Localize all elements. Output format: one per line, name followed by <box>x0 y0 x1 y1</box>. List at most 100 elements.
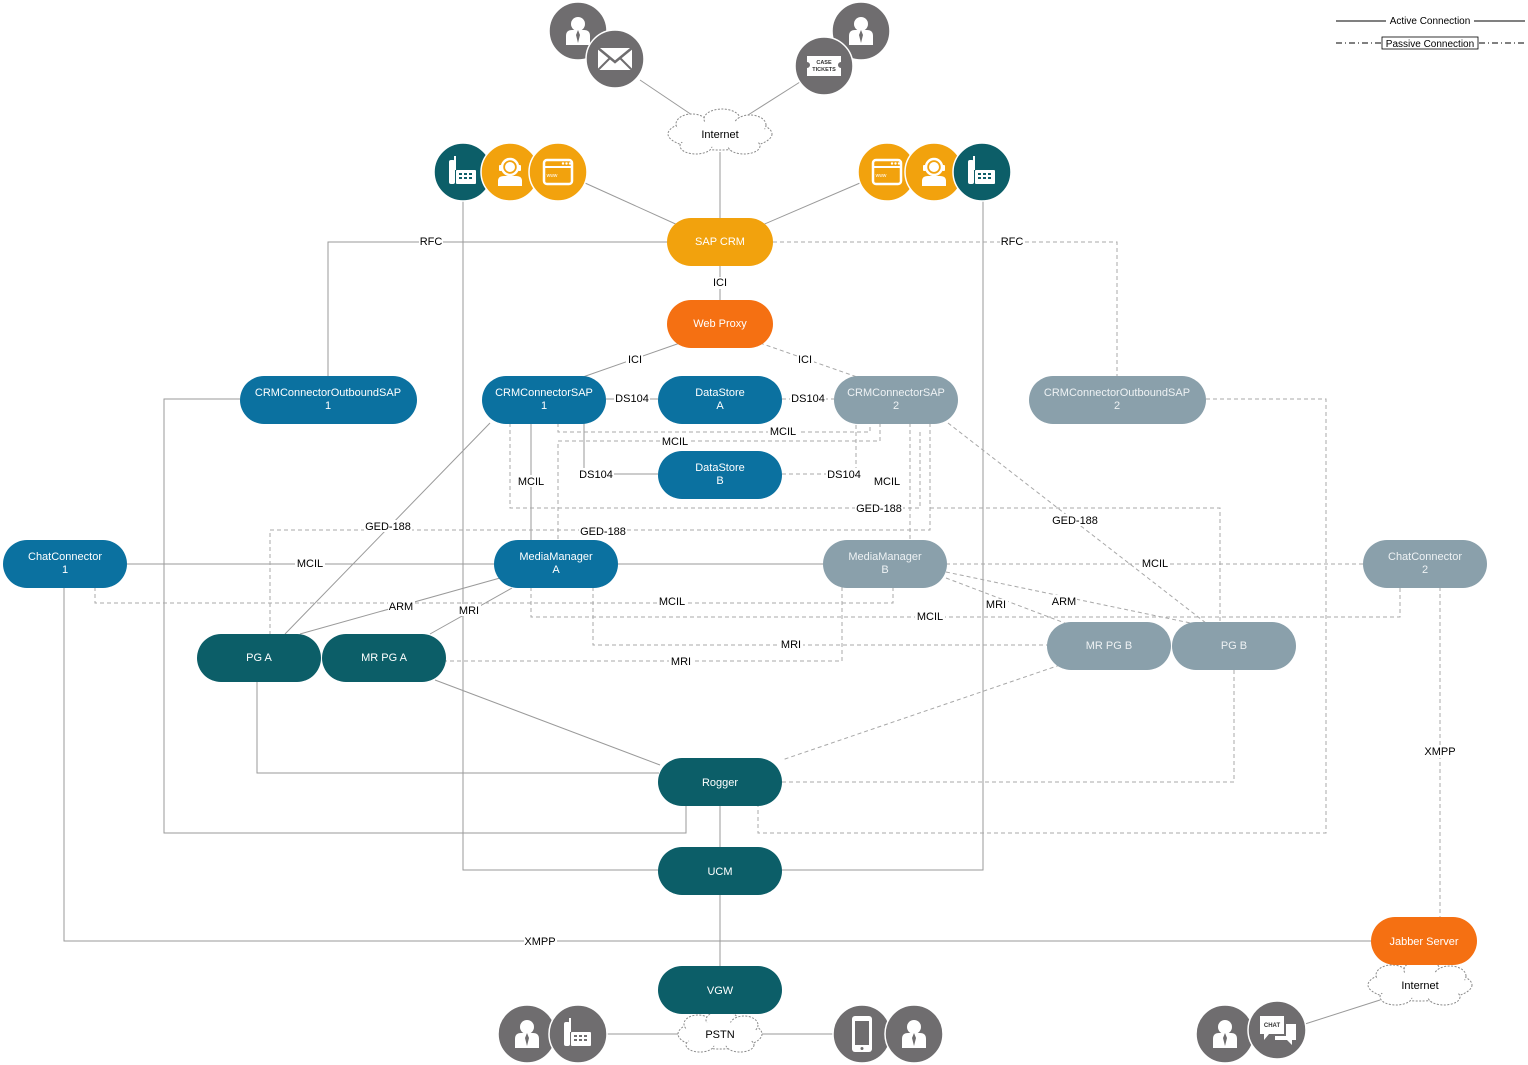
svg-text:ICI: ICI <box>798 354 812 366</box>
edge-label-ds104-crm1-dsa: DS104 <box>614 392 650 405</box>
edge-ged188-right <box>930 507 1221 634</box>
edge-crm1-mmb <box>557 423 871 433</box>
chat-icon: CHAT <box>1247 1000 1307 1060</box>
edge-label-rfc-left: RFC <box>419 236 443 248</box>
svg-text:CRMConnectorOutboundSAP: CRMConnectorOutboundSAP <box>255 387 401 399</box>
svg-text:MCIL: MCIL <box>874 476 900 488</box>
node-pg-b[interactable]: PG B <box>1172 622 1296 670</box>
legend-active-label: Active Connection <box>1390 16 1471 27</box>
svg-text:MRI: MRI <box>781 639 801 651</box>
edge-label-ged188-crm2: GED-188 <box>855 502 903 515</box>
edge-label-mri-mma-mrpga: MRI <box>458 604 481 617</box>
edge-pgb-rogger <box>782 670 1235 783</box>
nodes: SAP CRM Web Proxy CRMConnectorOutboundSA… <box>3 218 1487 1014</box>
node-mr-pg-a[interactable]: MR PG A <box>322 634 446 682</box>
svg-text:DS104: DS104 <box>791 393 825 405</box>
edge-label-arm-mma-pga: ARM <box>388 600 415 613</box>
svg-text:2: 2 <box>1114 400 1120 412</box>
node-crm-sap-2[interactable]: CRMConnectorSAP 2 <box>834 376 958 424</box>
edge-outbound2-rogger <box>757 398 1327 834</box>
edge-label-mri-mmb-mrpga: MRI <box>669 656 692 668</box>
edge-label-mcil-crm2-mmb: MCIL <box>872 475 902 488</box>
node-ucm[interactable]: UCM <box>658 847 782 895</box>
edge-label-mcil-mmb-cc2: MCIL <box>1140 558 1170 570</box>
case-tickets-icon: CASE TICKETS <box>794 36 854 96</box>
svg-text:GED-188: GED-188 <box>1052 515 1098 527</box>
node-jabber-server[interactable]: Jabber Server <box>1371 917 1477 965</box>
svg-text:1: 1 <box>325 400 331 412</box>
edge-label-ds104-crm1-dsb: DS104 <box>578 468 614 481</box>
email-icon <box>585 29 645 89</box>
svg-text:RFC: RFC <box>1001 236 1024 248</box>
svg-text:Jabber Server: Jabber Server <box>1389 936 1458 948</box>
edge-label-ici-proxy-crm2: ICI <box>797 353 814 366</box>
node-datastore-b[interactable]: DataStore B <box>658 451 782 499</box>
edge-label-xmpp-right: XMPP <box>1424 746 1457 758</box>
svg-text:ARM: ARM <box>389 601 413 613</box>
svg-text:Rogger: Rogger <box>702 777 738 789</box>
svg-text:MCIL: MCIL <box>770 426 796 438</box>
edge-phone-right-ucm <box>781 200 984 871</box>
edge-labels: RFC RFC ICI ICI ICI DS104 DS104 DS104 DS… <box>295 236 1457 948</box>
edge-label-ici-proxy-crm1: ICI <box>626 353 643 366</box>
edge-label-ici-crm-proxy: ICI <box>712 277 729 289</box>
edge-crm1-mcil-loop <box>509 423 921 509</box>
node-crm-sap-1[interactable]: CRMConnectorSAP 1 <box>482 376 606 424</box>
node-chat-connector-1[interactable]: ChatConnector 1 <box>3 540 127 588</box>
node-crm-outbound-1[interactable]: CRMConnectorOutboundSAP 1 <box>240 376 417 424</box>
svg-text:MRI: MRI <box>671 656 691 668</box>
user-icon <box>884 1004 944 1064</box>
node-sap-crm[interactable]: SAP CRM <box>667 218 773 266</box>
svg-text:MediaManager: MediaManager <box>519 551 593 563</box>
svg-text:1: 1 <box>541 400 547 412</box>
node-rogger[interactable]: Rogger <box>658 758 782 806</box>
svg-text:A: A <box>716 400 724 412</box>
user-icon <box>831 1 891 61</box>
node-media-manager-b[interactable]: MediaManager B <box>823 540 947 588</box>
svg-text:DataStore: DataStore <box>695 462 745 474</box>
svg-text:SAP CRM: SAP CRM <box>695 236 745 248</box>
svg-text:1: 1 <box>62 564 68 576</box>
node-web-proxy[interactable]: Web Proxy <box>667 300 773 348</box>
node-crm-outbound-2[interactable]: CRMConnectorOutboundSAP 2 <box>1029 376 1206 424</box>
edge-label-mcil-cc1-mmb: MCIL <box>657 596 687 608</box>
edge-label-mcil-mma-cc2: MCIL <box>915 611 945 623</box>
node-chat-connector-2[interactable]: ChatConnector 2 <box>1363 540 1487 588</box>
edge-crm2-pgb <box>947 422 1216 631</box>
svg-text:GED-188: GED-188 <box>580 526 626 538</box>
edge-label-ged188-crm2-pgb: GED-188 <box>1051 514 1099 527</box>
cloud-internet-top-label: Internet <box>701 129 738 141</box>
edge-label-ged188-mid: GED-188 <box>579 525 627 538</box>
user-icon <box>1195 1004 1255 1064</box>
node-vgw[interactable]: VGW <box>658 966 782 1014</box>
svg-text:ChatConnector: ChatConnector <box>1388 551 1462 563</box>
edge-mma-cc2 <box>530 587 1401 618</box>
edge-label-mri-mma-mrpgb: MRI <box>780 639 803 651</box>
edge-label-ds104-dsa-crm2: DS104 <box>790 392 826 405</box>
svg-text:RFC: RFC <box>420 236 443 248</box>
edge-mrpga-rogger <box>434 679 661 766</box>
svg-text:XMPP: XMPP <box>524 936 555 948</box>
svg-text:MR PG A: MR PG A <box>361 652 408 664</box>
svg-text:ICI: ICI <box>628 354 642 366</box>
mobile-icon <box>832 1004 892 1064</box>
edge-pga-rogger <box>256 681 659 774</box>
svg-text:MCIL: MCIL <box>659 596 685 608</box>
node-mr-pg-b[interactable]: MR PG B <box>1047 622 1171 670</box>
edge-xmpp-left <box>63 587 1371 942</box>
svg-text:Web Proxy: Web Proxy <box>693 318 747 330</box>
edge-chat-internet <box>1304 999 1381 1025</box>
svg-text:DS104: DS104 <box>827 469 861 481</box>
svg-text:GED-188: GED-188 <box>856 503 902 515</box>
user-icon <box>497 1004 557 1064</box>
svg-text:VGW: VGW <box>707 985 734 997</box>
node-pg-a[interactable]: PG A <box>197 634 321 682</box>
cloud-pstn: PSTN <box>677 1010 763 1053</box>
svg-text:2: 2 <box>1422 564 1428 576</box>
svg-text:XMPP: XMPP <box>1424 746 1455 758</box>
svg-text:GED-188: GED-188 <box>365 521 411 533</box>
node-media-manager-a[interactable]: MediaManager A <box>494 540 618 588</box>
node-datastore-a[interactable]: DataStore A <box>658 376 782 424</box>
svg-text:CRMConnectorSAP: CRMConnectorSAP <box>847 387 945 399</box>
edge-mma-mrpgb <box>592 587 1048 646</box>
